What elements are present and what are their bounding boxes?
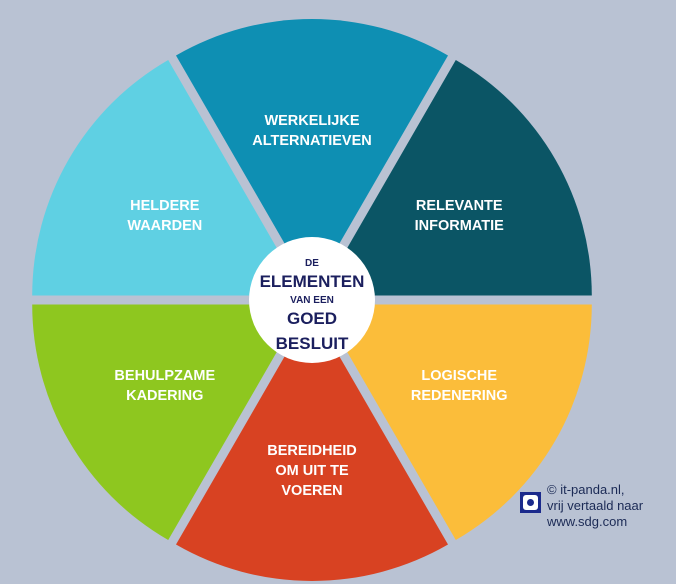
segment-behulpzame-kadering xyxy=(32,304,305,541)
credit-note: © it-panda.nl, vrij vertaald naar www.sd… xyxy=(520,482,643,530)
center-circle xyxy=(249,237,375,363)
segment-label-relevante-informatie-line-2: INFORMATIE xyxy=(415,218,504,234)
center-text-besluit: BESLUIT xyxy=(276,334,349,353)
segment-label-werkelijke-alternatieven-line-1: WERKELIJKE xyxy=(264,113,359,129)
segment-label-behulpzame-kadering-line-1: BEHULPZAME xyxy=(114,368,215,384)
segment-label-bereidheid-om-uit-te-voeren-line-2: OM UIT TE xyxy=(275,463,349,479)
segment-logische-redenering xyxy=(319,304,592,541)
center-text-elementen: ELEMENTEN xyxy=(260,272,365,291)
segment-werkelijke-alternatieven xyxy=(176,18,448,291)
credit-line-1: © it-panda.nl, xyxy=(547,482,625,497)
segment-label-werkelijke-alternatieven-line-2: ALTERNATIEVEN xyxy=(252,133,372,149)
segment-label-bereidheid-om-uit-te-voeren-line-3: VOEREN xyxy=(281,483,342,499)
segment-relevante-informatie xyxy=(319,59,592,296)
credit-line-3: www.sdg.com xyxy=(547,514,628,529)
segment-heldere-waarden xyxy=(32,59,305,296)
segment-label-behulpzame-kadering-line-2: KADERING xyxy=(126,388,203,404)
segment-label-logische-redenering-line-1: LOGISCHE xyxy=(421,368,497,384)
segment-label-heldere-waarden-line-2: WAARDEN xyxy=(127,218,202,234)
credit-line-2: vrij vertaald naar xyxy=(547,498,644,513)
center-text-van-een: VAN EEN xyxy=(290,295,334,306)
center-text-de: DE xyxy=(305,258,319,269)
segment-label-heldere-waarden-line-1: HELDERE xyxy=(130,198,200,214)
segment-label-bereidheid-om-uit-te-voeren-line-1: BEREIDHEID xyxy=(267,443,356,459)
segment-label-logische-redenering-line-2: REDENERING xyxy=(411,388,508,404)
segment-bereidheid-om-uit-te-voeren xyxy=(176,309,448,581)
panda-logo-icon xyxy=(520,492,541,513)
center-text-goed: GOED xyxy=(287,309,337,328)
segment-label-relevante-informatie-line-1: RELEVANTE xyxy=(416,198,503,214)
